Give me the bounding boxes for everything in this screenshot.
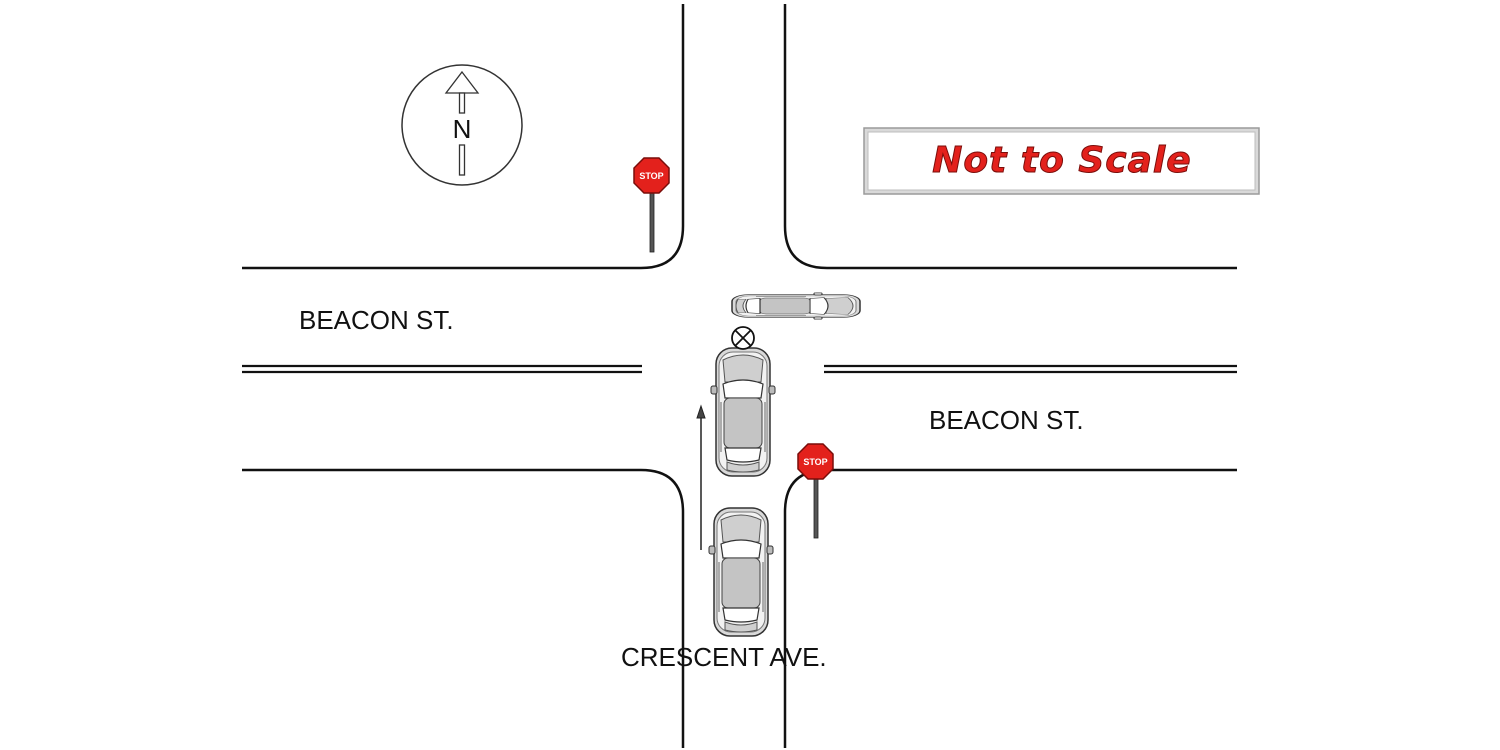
beacon-st-west-label: BEACON ST. [299, 305, 454, 335]
north-compass: N [401, 64, 523, 186]
travel-path-arrow [696, 404, 706, 550]
scale-note: Not to Scale [863, 127, 1260, 195]
impact-point-icon [731, 326, 755, 350]
stop-sign-southeast: STOP [797, 443, 834, 539]
beacon-south-east-curb [783, 468, 1237, 748]
crescent-north-east-curb [783, 4, 1237, 270]
vehicle-eastbound [731, 291, 861, 321]
stop-sign-label: STOP [803, 457, 827, 467]
north-arrow-icon [444, 70, 480, 176]
stop-sign-label: STOP [639, 171, 663, 181]
compass-letter: N [453, 114, 472, 144]
stop-sign-northwest: STOP [633, 157, 670, 253]
beacon-south-west-curb [242, 468, 685, 748]
beacon-center-line [242, 364, 1237, 374]
vehicle-northbound-impact [710, 347, 776, 477]
arrow-head-icon [696, 404, 706, 419]
stop-sign-icon [633, 157, 670, 194]
beacon-st-east-label: BEACON ST. [929, 405, 1084, 435]
vehicle-northbound-start [708, 507, 774, 637]
scale-note-text: Not to Scale [932, 140, 1191, 181]
crescent-ave-label: CRESCENT AVE. [621, 642, 827, 672]
crescent-north-west-curb [242, 4, 685, 270]
stop-sign-icon [797, 443, 834, 480]
